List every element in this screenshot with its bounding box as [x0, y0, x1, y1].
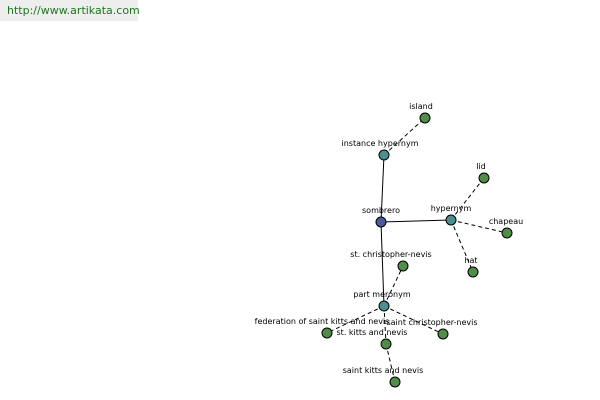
- node-part-meronym[interactable]: [378, 300, 390, 312]
- node-island[interactable]: [419, 112, 431, 124]
- node-hypernym[interactable]: [445, 214, 457, 226]
- node-lid[interactable]: [478, 172, 490, 184]
- node-label-saint-christopher-nevis: saint christopher-nevis: [386, 318, 477, 327]
- node-label-st-kitts-and-nevis: st. kitts and nevis: [337, 328, 408, 337]
- node-label-part-meronym: part meronym: [353, 290, 410, 299]
- node-chapeau[interactable]: [501, 227, 513, 239]
- node-federation[interactable]: [321, 327, 333, 339]
- edge-hypernym-to-hat: [450, 219, 474, 273]
- edge-hypernym-to-lid: [450, 177, 485, 221]
- node-saint-christopher-nevis[interactable]: [437, 328, 449, 340]
- edge-part-meronym-to-saint-christopher-nevis: [383, 305, 444, 335]
- edge-part-meronym-to-st-kitts-and-nevis: [383, 305, 387, 345]
- node-label-lid: lid: [476, 162, 486, 171]
- site-url-link[interactable]: http://www.artikata.com: [7, 4, 140, 17]
- node-label-hypernym: hypernym: [431, 204, 472, 213]
- edge-sombrero-to-hypernym: [380, 219, 452, 223]
- edge-part-meronym-to-st-christopher-nevis: [383, 265, 404, 307]
- node-label-federation: federation of saint kitts and nevis: [255, 317, 390, 326]
- node-label-st-christopher-nevis: st. christopher-nevis: [350, 250, 431, 259]
- edge-instance-hypernym-to-island: [383, 117, 426, 156]
- edge-hypernym-to-chapeau: [450, 219, 508, 234]
- edges-layer: [326, 117, 508, 383]
- nodes-layer: [321, 112, 513, 388]
- node-label-instance-hypernym: instance hypernym: [342, 139, 419, 148]
- node-label-sombrero: sombrero: [362, 206, 400, 215]
- node-label-island: island: [409, 102, 433, 111]
- edge-part-meronym-to-federation: [326, 305, 385, 334]
- node-st-kitts-and-nevis[interactable]: [380, 338, 392, 350]
- node-label-hat: hat: [464, 256, 477, 265]
- node-st-christopher-nevis[interactable]: [397, 260, 409, 272]
- labels-layer: sombrero instance hypernym island hypernym l…: [255, 102, 524, 375]
- node-label-chapeau: chapeau: [489, 217, 523, 226]
- edge-sombrero-to-instance-hypernym: [380, 154, 385, 223]
- node-saint-kitts-and-nevis[interactable]: [389, 376, 401, 388]
- edge-st-kitts-and-nevis-to-saint-kitts-and-nevis: [385, 343, 396, 383]
- node-label-saint-kitts-and-nevis: saint kitts and nevis: [343, 366, 424, 375]
- url-banner: http://www.artikata.com: [0, 0, 140, 21]
- node-sombrero[interactable]: [375, 216, 387, 228]
- edge-sombrero-to-part-meronym: [380, 221, 385, 307]
- node-instance-hypernym[interactable]: [378, 149, 390, 161]
- node-hat[interactable]: [467, 266, 479, 278]
